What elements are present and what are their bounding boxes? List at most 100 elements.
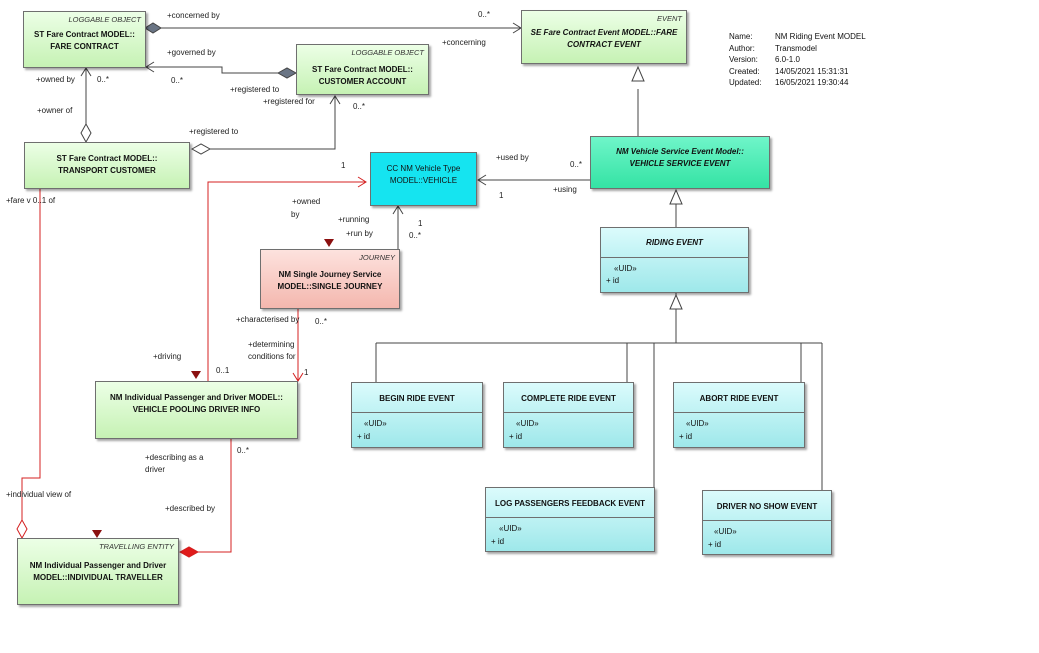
info-row-name: Name: NM Riding Event MODEL	[729, 31, 866, 43]
composition-governed-by	[276, 67, 298, 79]
label-multiplicity: 0..*	[570, 160, 583, 169]
uid-stereotype: «UID»	[614, 264, 637, 273]
label-running: +running	[338, 215, 370, 224]
label-multiplicity: 1	[499, 191, 504, 200]
diagram-info: Name: NM Riding Event MODEL Author: Transm…	[729, 31, 866, 89]
label-registered-to: +registered to	[189, 127, 239, 136]
class-name-line2: TRANSPORT CUSTOMER	[58, 166, 156, 175]
class-riding-event[interactable]: RIDING EVENT «UID» + id	[600, 227, 749, 293]
class-driver-no-show-event[interactable]: DRIVER NO SHOW EVENT «UID» + id	[702, 490, 832, 555]
class-name-line1: ST Fare Contract MODEL::	[56, 154, 158, 163]
attribute-id: + id	[357, 432, 371, 441]
class-name-line1: NM Single Journey Service	[278, 270, 382, 279]
class-name-line2: MODEL::VEHICLE	[389, 176, 458, 185]
stereotype: LOGGABLE OBJECT	[351, 48, 424, 57]
class-transport-customer[interactable]: ST Fare Contract MODEL:: TRANSPORT CUSTO…	[24, 142, 190, 189]
label-governed-by: +governed by	[167, 48, 216, 57]
label-owned: +owned	[292, 197, 321, 206]
info-row-created: Created: 14/05/2021 15:31:31	[729, 66, 866, 78]
info-value: 16/05/2021 19:30:44	[775, 78, 849, 87]
label-run-by: +run by	[346, 229, 373, 238]
info-value: 14/05/2021 15:31:31	[775, 66, 849, 76]
class-name: COMPLETE RIDE EVENT	[521, 394, 616, 403]
class-vehicle-service-event[interactable]: NM Vehicle Service Event Model:: VEHICLE…	[590, 136, 770, 189]
gen-subevents	[375, 292, 823, 490]
label-multiplicity: 0..*	[315, 317, 328, 326]
label-driving: +driving	[153, 352, 182, 361]
class-name-line2: MODEL::SINGLE JOURNEY	[277, 282, 383, 291]
class-vehicle-pooling-driver-info[interactable]: NM Individual Passenger and Driver MODEL…	[95, 381, 298, 439]
info-value: Transmodel	[775, 43, 817, 53]
assoc-driving	[207, 181, 366, 381]
class-name-line1: CC NM Vehicle Type	[386, 164, 461, 173]
label-multiplicity: 1	[341, 161, 346, 170]
class-individual-traveller[interactable]: TRAVELLING ENTITY NM Individual Passenge…	[17, 538, 179, 605]
gen-triangle-3	[669, 293, 683, 310]
assoc-registered-to	[192, 96, 336, 150]
nav-arrow-governed	[145, 61, 155, 73]
class-log-passengers-feedback-event[interactable]: LOG PASSENGERS FEEDBACK EVENT «UID» + id	[485, 487, 655, 552]
nav-arrow-characterised	[292, 372, 304, 382]
composition-concerned-by	[144, 22, 162, 34]
label-registered-to: +registered to	[230, 85, 280, 94]
class-name: LOG PASSENGERS FEEDBACK EVENT	[494, 499, 646, 508]
label-multiplicity: 0..1	[216, 366, 230, 375]
info-key: Author:	[729, 43, 755, 53]
gen-triangle-1	[631, 65, 645, 82]
class-customer-account[interactable]: LOGGABLE OBJECT ST Fare Contract MODEL::…	[296, 44, 429, 95]
class-abort-ride-event[interactable]: ABORT RIDE EVENT «UID» + id	[673, 382, 805, 448]
nav-arrow-run-by	[392, 205, 404, 215]
nav-arrow-driving	[357, 176, 367, 188]
compartment-divider	[352, 412, 482, 413]
class-name-line2: CUSTOMER ACCOUNT	[318, 77, 407, 86]
label-determining: +determining	[248, 340, 295, 349]
attribute-id: + id	[509, 432, 523, 441]
info-key: Name:	[729, 32, 753, 41]
label-owned-by: +owned by	[36, 75, 75, 84]
info-row-version: Version:6.0-1.0	[729, 54, 866, 66]
label-owner-of: +owner of	[37, 106, 73, 115]
label-describing-as-a: +describing as a	[145, 453, 204, 462]
assoc-describing-driver	[198, 439, 232, 553]
uid-stereotype: «UID»	[686, 419, 709, 428]
class-name-line2: MODEL::INDIVIDUAL TRAVELLER	[33, 573, 163, 582]
uid-stereotype: «UID»	[714, 527, 737, 536]
class-name: RIDING EVENT	[646, 238, 703, 247]
class-name-line2: VEHICLE POOLING DRIVER INFO	[132, 405, 261, 414]
class-name-line1: NM Individual Passenger and Driver MODEL…	[110, 393, 283, 402]
label-multiplicity: 0..*	[409, 231, 422, 240]
class-name-line2: FARE CONTRACT	[50, 42, 119, 51]
class-vehicle[interactable]: CC NM Vehicle Type MODEL::VEHICLE	[370, 152, 477, 206]
class-fare-contract[interactable]: LOGGABLE OBJECT ST Fare Contract MODEL::…	[23, 11, 146, 68]
aggregation-registered-to	[190, 143, 212, 155]
attribute-id: + id	[679, 432, 693, 441]
attribute-id: + id	[491, 537, 505, 546]
label-characterised-by: +characterised by	[236, 315, 300, 324]
label-multiplicity: 0..*	[237, 446, 250, 455]
uid-stereotype: «UID»	[499, 524, 522, 533]
info-key: Created:	[729, 66, 760, 76]
class-fare-contract-event[interactable]: EVENT SE Fare Contract Event MODEL::FARE…	[521, 10, 687, 64]
attribute-id: + id	[708, 540, 722, 549]
label-fare-view-of: +fare v 0..1 of	[6, 196, 56, 205]
label-multiplicity: 1	[304, 368, 309, 377]
class-begin-ride-event[interactable]: BEGIN RIDE EVENT «UID» + id	[351, 382, 483, 448]
label-multiplicity: 0..*	[478, 10, 491, 19]
label-multiplicity: 0..*	[171, 76, 184, 85]
aggregation-individual-view	[16, 518, 28, 540]
label-conditions-for: conditions for	[248, 352, 296, 361]
boundary-marker-icon	[92, 530, 102, 538]
compartment-divider	[486, 517, 654, 518]
compartment-divider	[674, 412, 804, 413]
label-individual-view-of: +individual view of	[6, 490, 72, 499]
info-row-updated: Updated:16/05/2021 19:30:44	[729, 77, 866, 89]
class-complete-ride-event[interactable]: COMPLETE RIDE EVENT «UID» + id	[503, 382, 634, 448]
attribute-id: + id	[606, 276, 620, 285]
nav-arrow-owned	[80, 67, 92, 77]
class-name-line1: ST Fare Contract MODEL::	[34, 30, 135, 39]
label-registered-for: +registered for	[263, 97, 315, 106]
info-value: NM Riding Event MODEL	[775, 32, 866, 41]
label-multiplicity: 0..*	[97, 75, 110, 84]
class-single-journey[interactable]: JOURNEY NM Single Journey Service MODEL:…	[260, 249, 400, 309]
label-using: +using	[553, 185, 577, 194]
